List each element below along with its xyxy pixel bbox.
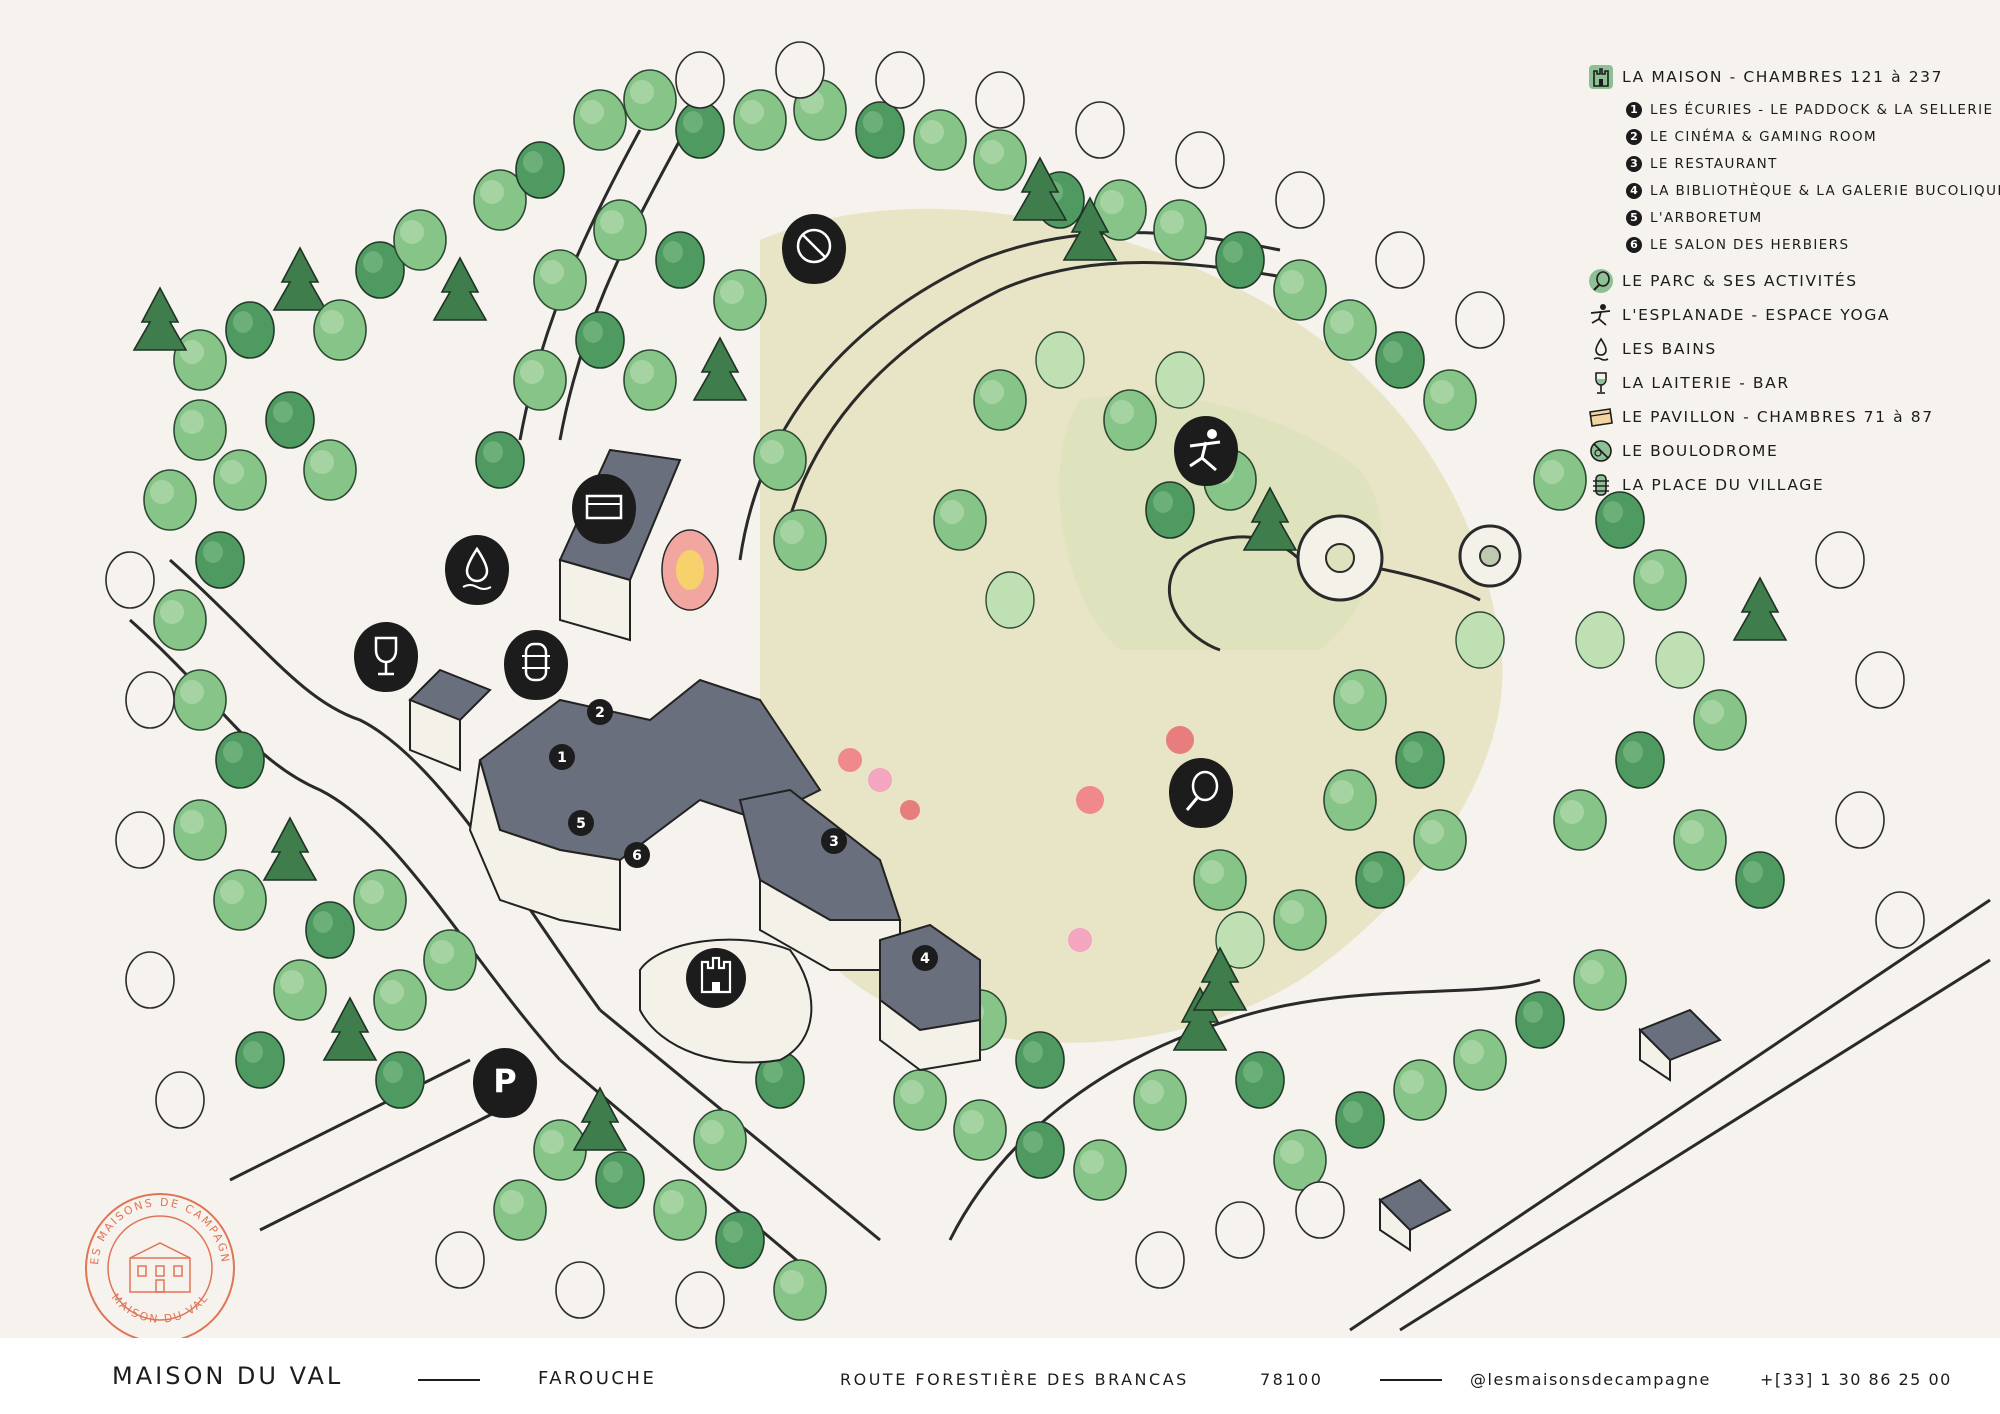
svg-text:4: 4: [920, 951, 930, 967]
legend-subitem-1[interactable]: 1 LES ÉCURIES - LE PADDOCK & LA SELLERIE: [1626, 96, 1992, 123]
footer-divider: [1380, 1379, 1442, 1381]
footer-postcode: 78100: [1260, 1370, 1324, 1389]
number-badge: 3: [1626, 155, 1642, 172]
parking-label: P: [493, 1062, 516, 1100]
buildings: [408, 448, 1722, 1252]
building-marker-6[interactable]: 6: [624, 842, 650, 868]
number-badge: 2: [1626, 128, 1642, 145]
legend-item-boulodrome[interactable]: LE BOULODROME: [1588, 436, 1988, 466]
legend-subitem-6[interactable]: 6 LE SALON DES HERBIERS: [1626, 231, 1988, 258]
tennis-icon: [1191, 770, 1219, 802]
footer: MAISON DU VAL FAROUCHE ROUTE FORESTIÈRE …: [0, 1338, 2000, 1414]
footer-divider: [418, 1379, 480, 1381]
svg-text:6: 6: [632, 848, 642, 864]
number-badge: 6: [1626, 236, 1642, 253]
estate-map: 1 2 3 4 5 6: [105, 41, 1991, 1332]
pin-laiterie[interactable]: [354, 622, 418, 692]
legend-item-maison[interactable]: LA MAISON - CHAMBRES 121 à 237: [1588, 62, 1988, 92]
pin-parking[interactable]: P: [473, 1048, 537, 1118]
yoga-icon: [1207, 429, 1217, 439]
legend-item-bains[interactable]: LES BAINS: [1588, 334, 1988, 364]
svg-text:MAISON DU VAL: MAISON DU VAL: [109, 1291, 212, 1326]
pin-bains[interactable]: [445, 535, 509, 605]
legend-subitem-2[interactable]: 2 LE CINÉMA & GAMING ROOM: [1626, 123, 1988, 150]
svg-text:3: 3: [829, 834, 839, 850]
legend-label: LA PLACE DU VILLAGE: [1622, 476, 1825, 494]
legend-item-pavillon[interactable]: LE PAVILLON - CHAMBRES 71 à 87: [1588, 402, 1988, 432]
legend-label: LA LAITERIE - BAR: [1622, 374, 1790, 392]
castle-icon: [700, 956, 732, 994]
svg-text:LES MAISONS DE CAMPAGNE: LES MAISONS DE CAMPAGNE: [80, 1188, 232, 1265]
legend-subitem-5[interactable]: 5 L'ARBORETUM: [1626, 204, 1988, 231]
legend-item-laiterie[interactable]: LA LAITERIE - BAR: [1588, 368, 1988, 398]
pavilion-icon: [585, 494, 623, 520]
footer-phone-link[interactable]: +[33] 1 30 86 25 00: [1760, 1370, 1952, 1389]
legend-label: LE PAVILLON - CHAMBRES 71 à 87: [1622, 408, 1934, 426]
building-marker-1[interactable]: 1: [549, 744, 575, 770]
legend-label: LES ÉCURIES - LE PADDOCK & LA SELLERIE: [1650, 101, 1994, 118]
legend-item-esplanade[interactable]: L'ESPLANADE - ESPACE YOGA: [1588, 300, 1988, 330]
pin-place-du-village[interactable]: [504, 630, 568, 700]
legend-subitem-4[interactable]: 4 LA BIBLIOTHÈQUE & LA GALERIE BUCOLIQUE: [1626, 177, 2000, 204]
building-markers: 1 2 3 4 5 6: [549, 699, 938, 971]
brand-stamp: LES MAISONS DE CAMPAGNE MAISON DU VAL: [80, 1188, 235, 1343]
building-marker-2[interactable]: 2: [587, 699, 613, 725]
number-badge: 1: [1626, 101, 1642, 118]
lantern-icon: [1593, 474, 1609, 496]
flower-beds: [661, 529, 1194, 952]
svg-text:1: 1: [557, 750, 567, 766]
legend-subitem-3[interactable]: 3 LE RESTAURANT: [1626, 150, 1988, 177]
pin-la-maison[interactable]: [686, 948, 746, 1008]
boules-icon: [1590, 440, 1612, 462]
legend-item-parc[interactable]: LE PARC & SES ACTIVITÉS: [1588, 266, 1988, 296]
pavilion-icon: [1589, 408, 1613, 427]
pin-parc-activites[interactable]: [1169, 758, 1233, 828]
building-marker-4[interactable]: 4: [912, 945, 938, 971]
tennis-icon: [1589, 269, 1613, 293]
legend-item-place-du-village[interactable]: LA PLACE DU VILLAGE: [1588, 470, 1988, 500]
legend-label: LA MAISON - CHAMBRES 121 à 237: [1622, 68, 1944, 86]
boules-icon: [796, 228, 832, 264]
pin-pavillon[interactable]: [572, 474, 636, 544]
legend-label: LE CINÉMA & GAMING ROOM: [1650, 128, 1878, 145]
water-drop-icon: [1593, 337, 1609, 361]
lantern-icon: [524, 642, 548, 682]
legend-label: LE PARC & SES ACTIVITÉS: [1622, 272, 1858, 290]
water-drop-icon: [465, 546, 489, 583]
map-legend: LA MAISON - CHAMBRES 121 à 237 1 LES ÉCUR…: [1588, 62, 2000, 504]
building-marker-3[interactable]: 3: [821, 828, 847, 854]
footer-village: FAROUCHE: [538, 1368, 657, 1389]
footer-social-link[interactable]: @lesmaisonsdecampagne: [1470, 1370, 1711, 1389]
castle-icon: [1589, 65, 1613, 89]
wine-glass-icon: [1595, 372, 1607, 394]
yoga-icon: [1590, 304, 1611, 326]
legend-label: LA BIBLIOTHÈQUE & LA GALERIE BUCOLIQUE: [1650, 182, 2000, 199]
footer-brand-name: MAISON DU VAL: [112, 1362, 344, 1390]
building-marker-5[interactable]: 5: [568, 810, 594, 836]
map-pins: P: [354, 214, 1238, 1118]
legend-label: LE BOULODROME: [1622, 442, 1779, 460]
number-badge: 5: [1626, 209, 1642, 226]
svg-text:2: 2: [595, 705, 605, 721]
wine-glass-icon: [374, 636, 398, 664]
garden-lawn: [1059, 394, 1381, 650]
house-icon: [129, 1242, 191, 1293]
legend-label: LE RESTAURANT: [1650, 155, 1778, 172]
pin-boulodrome[interactable]: [782, 214, 846, 284]
svg-text:5: 5: [576, 816, 586, 832]
pin-yoga[interactable]: [1174, 416, 1238, 486]
number-badge: 4: [1626, 182, 1642, 199]
legend-label: LE SALON DES HERBIERS: [1650, 236, 1850, 253]
legend-label: L'ARBORETUM: [1650, 209, 1763, 226]
footer-address: ROUTE FORESTIÈRE DES BRANCAS: [840, 1370, 1189, 1389]
legend-label: L'ESPLANADE - ESPACE YOGA: [1622, 306, 1891, 324]
legend-label: LES BAINS: [1622, 340, 1717, 358]
